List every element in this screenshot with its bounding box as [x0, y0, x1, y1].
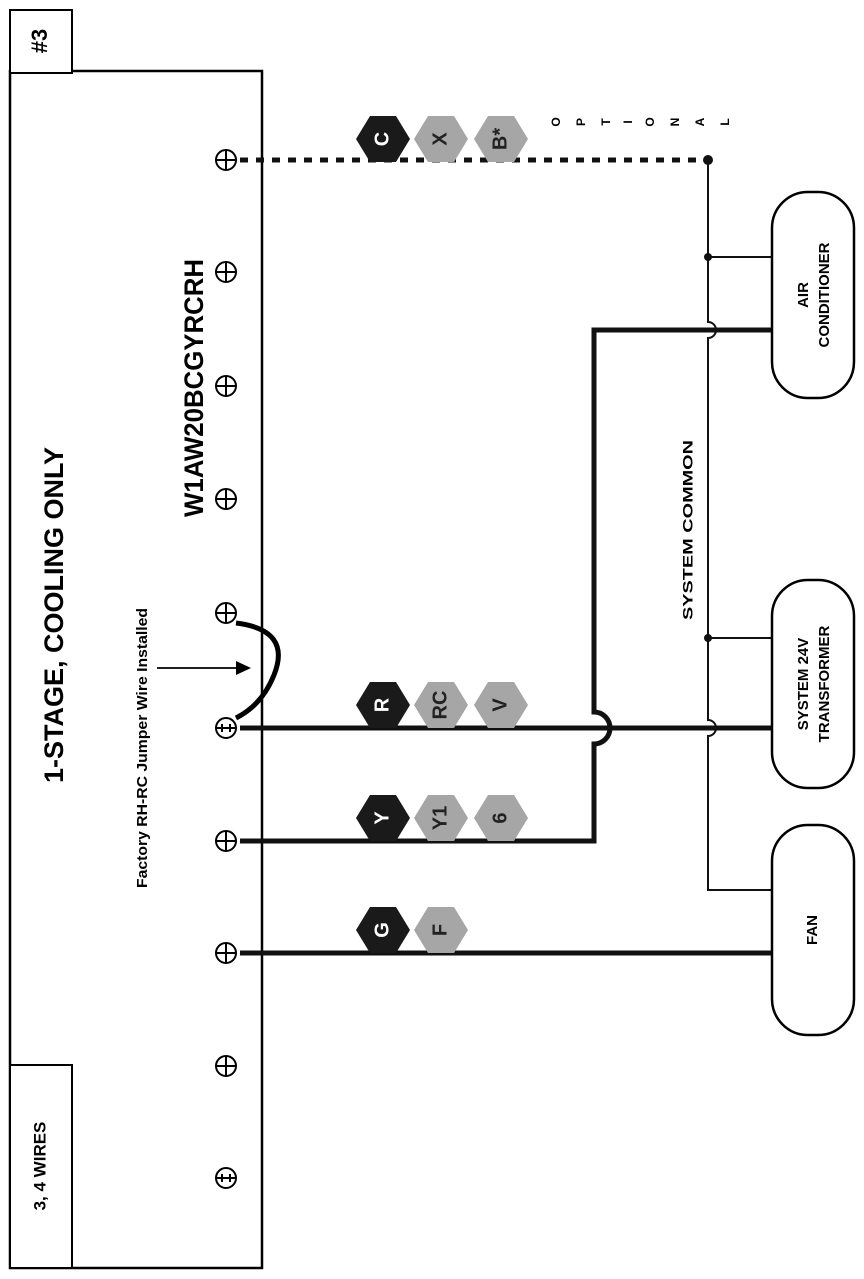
- svg-text:FAN: FAN: [804, 915, 821, 945]
- terminal-screws: [215, 149, 237, 1189]
- wire-count-label: 3, 4 WIRES: [30, 1122, 49, 1211]
- svg-text:A: A: [693, 117, 707, 126]
- badge-row-r: R RC V: [356, 682, 528, 728]
- air-conditioner-box: AIR CONDITIONER: [770, 190, 856, 400]
- page-number: #3: [27, 29, 52, 53]
- badge-y: [356, 795, 410, 841]
- svg-text:C: C: [371, 132, 393, 146]
- system-common-label: SYSTEM COMMON: [680, 440, 696, 620]
- svg-text:CONDITIONER: CONDITIONER: [816, 242, 833, 347]
- svg-text:V: V: [489, 698, 511, 712]
- badge-row-y: Y Y1 6: [356, 795, 528, 841]
- badge-6: [474, 795, 528, 841]
- badge-g: [356, 907, 410, 953]
- wire-y: [240, 327, 775, 844]
- svg-text:6: 6: [489, 812, 511, 823]
- svg-text:RC: RC: [429, 691, 451, 720]
- badge-y1: [414, 795, 468, 841]
- screw-terminal-rc: [215, 717, 237, 739]
- svg-text:R: R: [371, 697, 393, 712]
- screw-terminal: [215, 261, 237, 283]
- screw-terminal: [215, 375, 237, 397]
- svg-text:Y1: Y1: [429, 806, 451, 830]
- svg-text:T: T: [599, 118, 613, 126]
- badge-row-g: G F: [356, 907, 468, 953]
- badge-c: [356, 116, 410, 162]
- screw-terminal-c: [215, 149, 237, 171]
- jumper-note: Factory RH-RC Jumper Wire Installed: [134, 608, 151, 888]
- screw-terminal: [215, 1055, 237, 1077]
- svg-text:O: O: [643, 117, 657, 126]
- model-number: W1AW20BCGYRCRH: [179, 259, 209, 517]
- badge-v: [474, 682, 528, 728]
- badge-r: [356, 682, 410, 728]
- svg-text:SYSTEM 24V: SYSTEM 24V: [795, 638, 812, 731]
- screw-terminal: [215, 1167, 237, 1189]
- badge-rc: [414, 682, 468, 728]
- fan-box: FAN: [770, 823, 856, 1037]
- wire-count-box: [9, 1064, 73, 1269]
- transformer-box: SYSTEM 24V TRANSFORMER: [770, 578, 856, 790]
- jumper-arrow: [157, 661, 251, 675]
- jumper-wire: [234, 620, 281, 721]
- svg-text:X: X: [429, 132, 451, 146]
- badge-x: [414, 116, 468, 162]
- svg-text:I: I: [621, 120, 635, 123]
- badge-f: [414, 907, 468, 953]
- svg-text:O: O: [549, 117, 563, 126]
- svg-text:Y: Y: [371, 811, 393, 825]
- svg-text:L: L: [718, 118, 732, 125]
- svg-text:B*: B*: [489, 128, 511, 150]
- svg-text:G: G: [371, 922, 393, 938]
- optional-label: O P T I O N A L: [549, 117, 732, 126]
- svg-text:N: N: [668, 118, 682, 127]
- screw-terminal: [215, 488, 237, 510]
- page-number-box: [9, 9, 73, 74]
- svg-text:AIR: AIR: [795, 282, 812, 308]
- screw-terminal-g: [215, 942, 237, 964]
- svg-text:P: P: [574, 118, 588, 126]
- system-common-wire: [707, 160, 775, 891]
- badge-bstar: [474, 116, 528, 162]
- screw-terminal-y: [215, 830, 237, 852]
- screw-terminal-rh: [215, 602, 237, 624]
- svg-text:F: F: [429, 924, 451, 936]
- diagram-title: 1-STAGE, COOLING ONLY: [39, 447, 69, 783]
- badge-row-c: C X B*: [356, 116, 528, 162]
- svg-text:TRANSFORMER: TRANSFORMER: [816, 626, 833, 743]
